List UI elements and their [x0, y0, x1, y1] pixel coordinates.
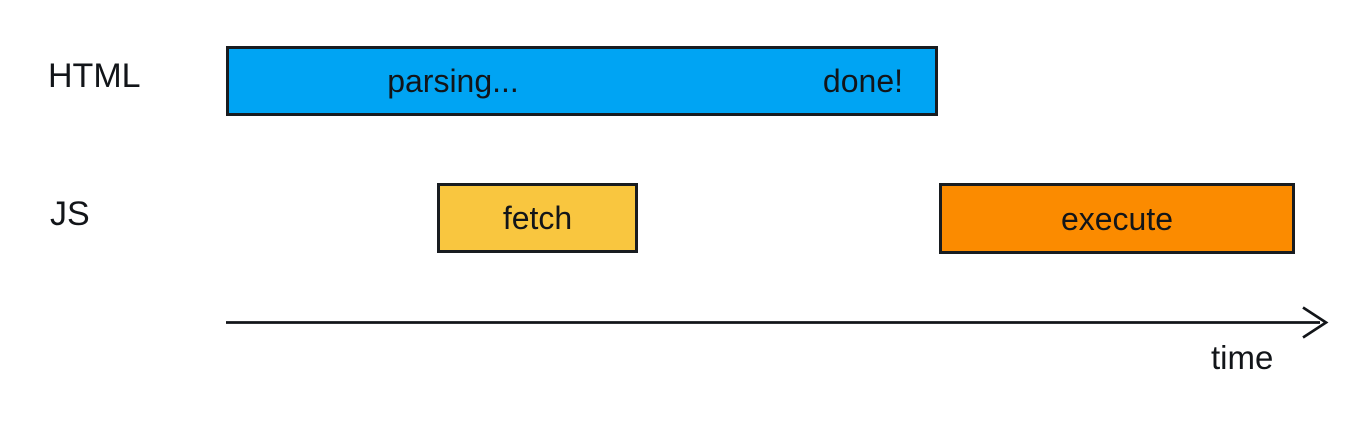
- fetch-label: fetch: [502, 200, 573, 236]
- parsing-label: parsing...: [387, 63, 519, 99]
- html-parsing-bar: parsing... done!: [226, 46, 938, 116]
- js-fetch-bar: fetch: [437, 183, 638, 253]
- row-label-html: HTML: [48, 57, 141, 95]
- js-execute-bar: execute: [939, 183, 1295, 254]
- execute-label: execute: [1060, 200, 1174, 237]
- row-label-js: JS: [50, 195, 90, 233]
- time-axis-label: time: [1211, 339, 1274, 376]
- done-label: done!: [822, 63, 903, 99]
